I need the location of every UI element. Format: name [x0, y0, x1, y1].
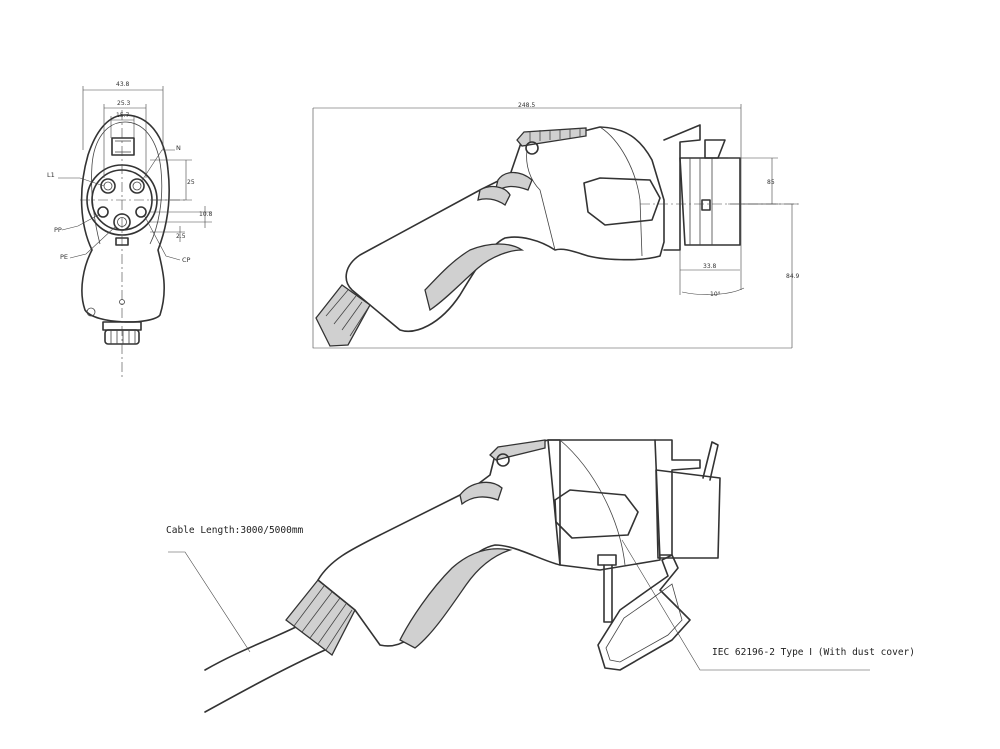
persp-plug-housing: [654, 439, 701, 556]
leader-cable: [168, 551, 251, 653]
side-plug-lines: [689, 158, 713, 245]
dim-v1-text: 25: [187, 179, 195, 186]
side-dim-height-text: 84.9: [786, 273, 800, 280]
side-dim-depth-text: 33.8: [703, 263, 717, 270]
pin-l1: [100, 178, 116, 194]
leader-standard: [621, 539, 870, 671]
side-view: 248.5 85 33.8 10° 84.9: [312, 102, 800, 349]
persp-top-ribs: [489, 439, 546, 461]
leader-pp: [61, 213, 101, 231]
dim-line-inner2: [110, 116, 135, 138]
dim-v2-text: 10.8: [199, 211, 213, 218]
standard-label: IEC 62196-2 Type Ⅰ (With dust cover): [712, 647, 915, 658]
pin-l1-core: [103, 181, 113, 191]
pin-pp: [97, 206, 109, 218]
persp-strap-clip: [597, 554, 617, 566]
pin-pp-label: PP: [54, 226, 62, 234]
side-dim-frame: [312, 104, 792, 349]
persp-finger-grip: [399, 548, 513, 649]
front-shell-inner-left: [91, 121, 126, 245]
side-finger-grip: [424, 243, 525, 312]
persp-cover-tab: [702, 441, 719, 481]
cable-top-edge: [204, 624, 301, 671]
dim-inner1-text: 25.3: [117, 100, 131, 107]
side-dim-angle-arc: [681, 287, 745, 295]
side-top-screw: [525, 141, 539, 155]
dim-line-v2: [150, 206, 212, 228]
dim-line-v3: [150, 226, 185, 242]
side-dim-length-text: 248.5: [518, 102, 535, 109]
side-body-split-line: [526, 149, 556, 251]
persp-dust-cover: [655, 469, 721, 559]
side-plug-face: [679, 157, 741, 246]
front-latch: [111, 137, 135, 156]
dim-v3-text: 2.5: [176, 233, 186, 240]
leader-n: [140, 149, 175, 183]
leader-l1: [58, 177, 105, 187]
pin-n: [129, 178, 145, 194]
persp-strap-loop-outer: [597, 554, 691, 671]
leader-pe: [69, 225, 117, 259]
side-dim-angle-text: 10°: [710, 291, 721, 298]
side-window: [583, 177, 661, 226]
pin-l1-label: L1: [47, 171, 55, 179]
pin-cp-label: CP: [182, 256, 191, 264]
pin-n-label: N: [176, 144, 181, 152]
side-body-outline: [345, 126, 665, 332]
pin-cp: [135, 206, 147, 218]
persp-housing-curve: [559, 439, 626, 566]
dim-line-width: [82, 86, 164, 150]
dim-width-text: 43.8: [116, 81, 130, 88]
side-dim-depth-line: [679, 250, 740, 295]
front-gland-ridges: [110, 330, 136, 344]
dim-line-v1: [150, 159, 192, 201]
cable-length-label: Cable Length:3000/5000mm: [166, 525, 304, 536]
front-latch-detail: [115, 140, 131, 153]
persp-top-screw: [496, 453, 510, 467]
side-nose-line: [599, 126, 643, 257]
perspective-view: Cable Length:3000/5000mm IEC 62196-2 Typ…: [166, 439, 915, 713]
persp-front-housing: [547, 439, 661, 571]
side-cable-gland: [315, 284, 371, 347]
dim-line-inner1: [103, 104, 147, 178]
side-thumb-grip: [477, 185, 511, 206]
pin-n-core: [132, 181, 142, 191]
pin-pe-label: PE: [60, 253, 68, 261]
persp-latch-button: [459, 481, 503, 506]
side-plug-housing: [663, 124, 701, 251]
front-view: 43.8 25.3 15.7 25 10.8 2.5 L1 N PP PE CP: [47, 81, 213, 380]
side-plug-latch: [704, 139, 726, 159]
side-dim-height-line: [740, 203, 798, 348]
dim-inner2-text: 15.7: [116, 112, 130, 119]
cable-bottom-edge: [204, 649, 326, 713]
side-top-ribs: [516, 127, 587, 147]
side-dim-tip-text: 85: [767, 179, 775, 186]
front-shell-inner-right: [124, 121, 163, 245]
persp-window: [554, 489, 639, 539]
persp-strap-loop-inner: [605, 583, 683, 663]
leader-cp: [143, 214, 181, 261]
persp-gland-ribs: [293, 585, 353, 651]
side-top-rib-lines: [529, 128, 581, 142]
persp-strap-rod: [603, 564, 613, 623]
side-plug-pin: [701, 199, 711, 211]
side-gland-ribs: [325, 289, 369, 337]
front-screw-hole: [86, 307, 96, 317]
